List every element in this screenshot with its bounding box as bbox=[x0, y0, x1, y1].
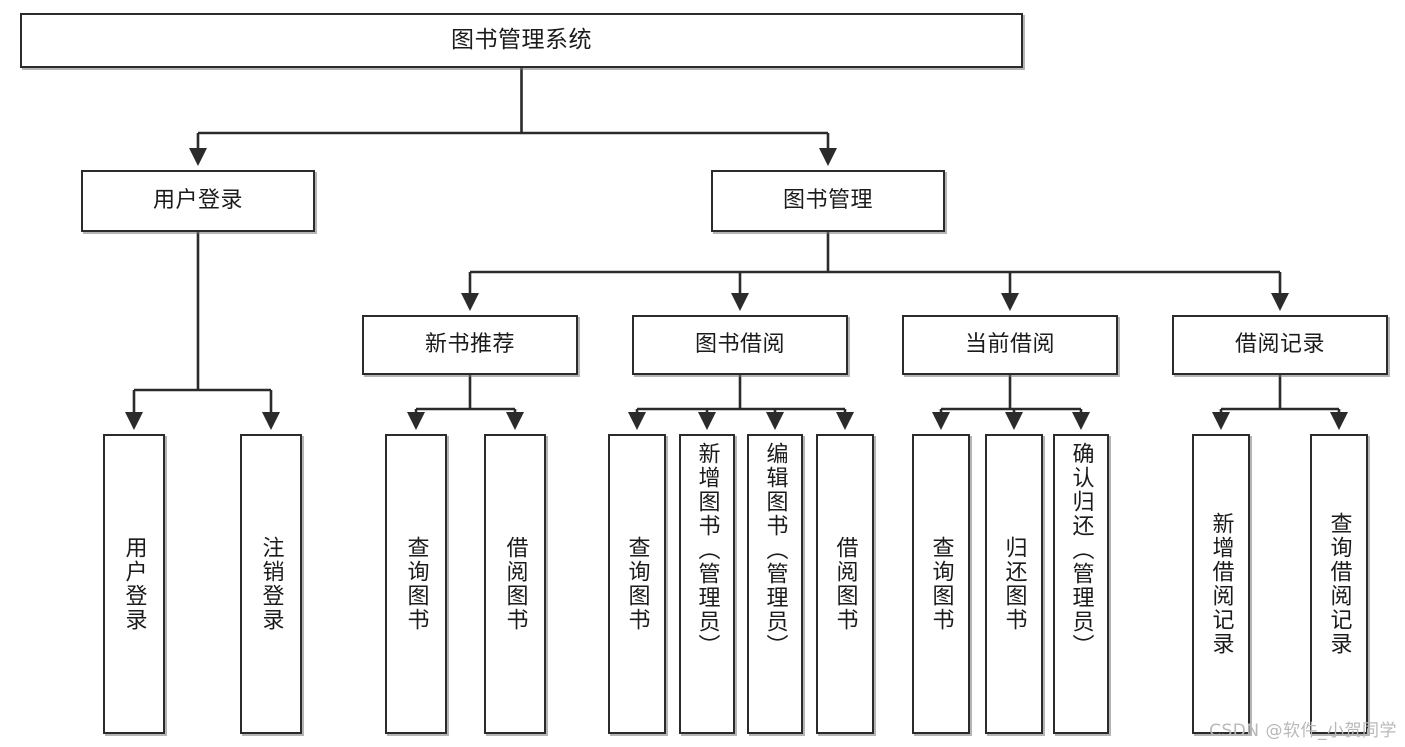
node-book-borrow[interactable]: 图书借阅 bbox=[632, 315, 848, 375]
node-book-manage-label: 图书管理 bbox=[782, 188, 873, 214]
node-leaf-query-book-rec-label: 查询图书 bbox=[403, 536, 429, 632]
node-leaf-add-book-label: 新增图书（管理员） bbox=[694, 442, 720, 658]
node-leaf-borrow-book[interactable]: 借阅图书 bbox=[816, 434, 874, 734]
node-leaf-query-book-rec[interactable]: 查询图书 bbox=[385, 434, 447, 734]
node-book-manage[interactable]: 图书管理 bbox=[711, 170, 945, 232]
node-leaf-borrow-book-rec-label: 借阅图书 bbox=[502, 536, 528, 632]
node-current-borrow-label: 当前借阅 bbox=[964, 332, 1055, 358]
watermark: CSDN @软件_小贺同学 bbox=[1209, 721, 1397, 741]
node-user-login-label: 用户登录 bbox=[152, 188, 243, 214]
node-leaf-edit-book-label: 编辑图书（管理员） bbox=[762, 442, 788, 658]
node-leaf-confirm-return[interactable]: 确认归还（管理员） bbox=[1053, 434, 1109, 734]
node-leaf-user-logout[interactable]: 注销登录 bbox=[240, 434, 302, 734]
node-leaf-query-book-cur[interactable]: 查询图书 bbox=[912, 434, 970, 734]
node-leaf-query-book-borrow[interactable]: 查询图书 bbox=[608, 434, 666, 734]
node-leaf-query-record[interactable]: 查询借阅记录 bbox=[1310, 434, 1368, 734]
node-leaf-confirm-return-label: 确认归还（管理员） bbox=[1068, 442, 1094, 658]
node-borrow-record-label: 借阅记录 bbox=[1234, 332, 1325, 358]
edges-bookmanage-to-level3 bbox=[460, 232, 1290, 312]
node-current-borrow[interactable]: 当前借阅 bbox=[902, 315, 1118, 375]
node-leaf-query-book-borrow-label: 查询图书 bbox=[624, 536, 650, 632]
node-leaf-add-record[interactable]: 新增借阅记录 bbox=[1192, 434, 1250, 734]
node-user-login[interactable]: 用户登录 bbox=[81, 170, 315, 232]
edges-userlogin-to-leaves bbox=[124, 232, 281, 431]
node-leaf-return-book-label: 归还图书 bbox=[1001, 536, 1027, 632]
node-leaf-user-login-label: 用户登录 bbox=[121, 536, 147, 632]
edges-currentborrow-to-leaves bbox=[931, 375, 1091, 431]
node-leaf-query-book-cur-label: 查询图书 bbox=[928, 536, 954, 632]
node-new-book-rec[interactable]: 新书推荐 bbox=[362, 315, 578, 375]
node-borrow-record[interactable]: 借阅记录 bbox=[1172, 315, 1388, 375]
node-book-borrow-label: 图书借阅 bbox=[694, 332, 785, 358]
node-leaf-query-record-label: 查询借阅记录 bbox=[1326, 512, 1352, 656]
edges-bookborrow-to-leaves bbox=[627, 375, 855, 431]
node-new-book-rec-label: 新书推荐 bbox=[424, 332, 515, 358]
node-leaf-add-book[interactable]: 新增图书（管理员） bbox=[679, 434, 735, 734]
edges-borrowrecord-to-leaves bbox=[1211, 375, 1349, 431]
node-leaf-return-book[interactable]: 归还图书 bbox=[985, 434, 1043, 734]
node-leaf-add-record-label: 新增借阅记录 bbox=[1208, 512, 1234, 656]
edges-newbookrec-to-leaves bbox=[406, 375, 525, 431]
node-leaf-edit-book[interactable]: 编辑图书（管理员） bbox=[747, 434, 803, 734]
node-root[interactable]: 图书管理系统 bbox=[20, 13, 1023, 68]
node-leaf-borrow-book-label: 借阅图书 bbox=[832, 536, 858, 632]
edges-root-to-level2 bbox=[188, 68, 838, 167]
node-leaf-user-login[interactable]: 用户登录 bbox=[103, 434, 165, 734]
node-leaf-borrow-book-rec[interactable]: 借阅图书 bbox=[484, 434, 546, 734]
node-root-label: 图书管理系统 bbox=[451, 27, 592, 54]
node-leaf-user-logout-label: 注销登录 bbox=[258, 536, 284, 632]
